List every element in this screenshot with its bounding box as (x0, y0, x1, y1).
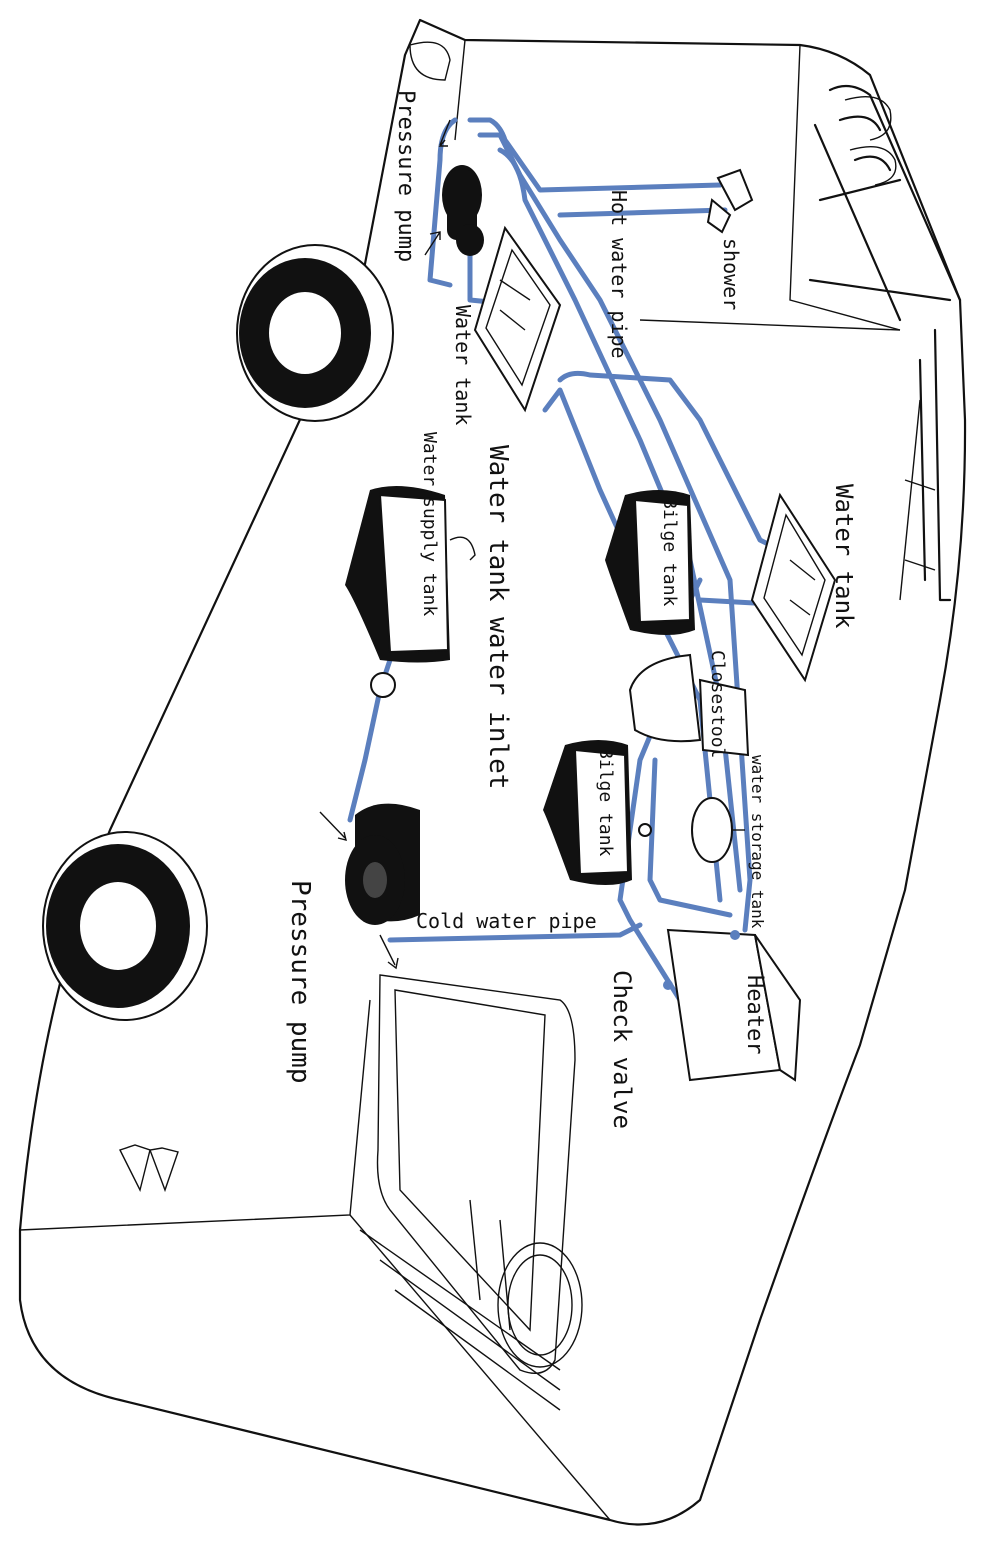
check-valve-component (370, 672, 652, 837)
label-water-tank-right: Water tank (830, 484, 858, 629)
label-pressure-pump-bottom: Pressure pump (285, 880, 315, 1084)
label-closestool: Closestool (707, 650, 728, 758)
water-supply-tank (345, 486, 476, 663)
label-water-supply-tank: Water supply tank (419, 432, 440, 616)
water-tank-right (750, 492, 837, 683)
bilge-tank-top (605, 490, 695, 635)
label-check-valve: Check valve (608, 970, 636, 1129)
shower-fixture (706, 168, 754, 234)
front-wheel (42, 831, 208, 1021)
label-water-storage-tank: water storage tank (748, 755, 767, 929)
heater (663, 928, 802, 1082)
vehicle-body (18, 18, 967, 1526)
label-pressure-pump-top: Pressure pump (393, 90, 418, 262)
bilge-tank-bottom (543, 740, 632, 885)
label-hot-water-pipe: Hot water pipe (607, 190, 631, 359)
label-water-tank-left: Water tank (451, 305, 475, 425)
closestool (628, 653, 750, 757)
label-heater: Heater (742, 975, 767, 1054)
water-storage-tank (691, 797, 745, 863)
pressure-pump-top (424, 119, 484, 256)
label-water-tank-inlet: Water tank water inlet (483, 445, 513, 789)
rear-wheel (236, 244, 394, 422)
pressure-pump-bottom (319, 803, 420, 970)
water-tank-left (473, 225, 562, 413)
label-bilge-tank-top: Bilge tank (659, 498, 680, 607)
label-bilge-tank-bottom: Bilge tank (595, 748, 616, 857)
label-cold-water-pipe: Cold water pipe (416, 909, 597, 933)
label-shower: shower (719, 238, 743, 310)
